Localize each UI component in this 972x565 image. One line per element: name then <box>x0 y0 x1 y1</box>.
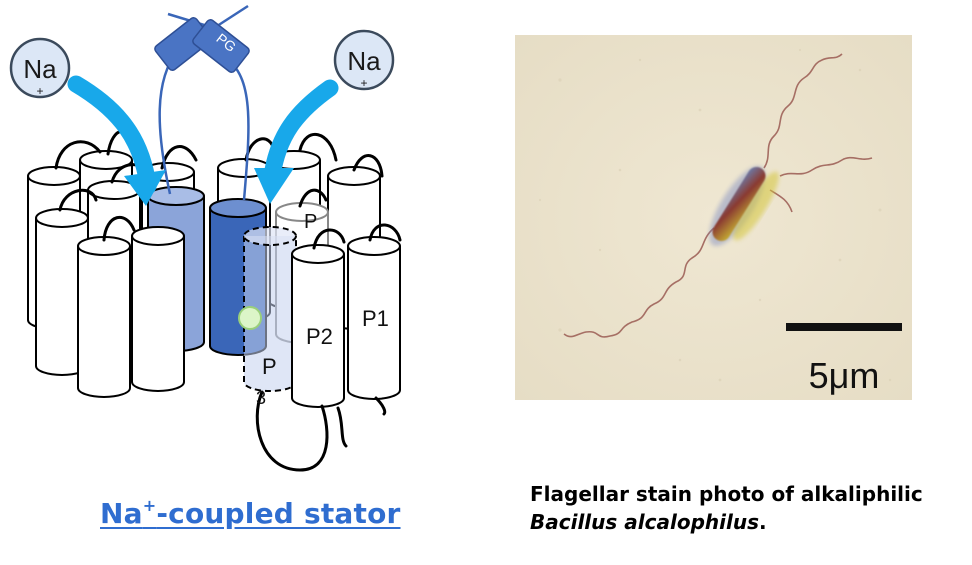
helix-p3 <box>243 226 297 392</box>
helix-p1 <box>347 236 401 400</box>
na-ion-left-charge: + <box>36 84 43 98</box>
na-flow-arrow-left <box>67 75 166 206</box>
helix <box>77 236 131 398</box>
stator-title-prefix: Na <box>100 497 143 530</box>
na-ion-right: Na + <box>333 29 395 91</box>
helix-p2-label: P2 <box>306 324 333 349</box>
caption-period: . <box>758 510 767 534</box>
helix <box>131 226 185 392</box>
caption-line-2: Bacillus alcalophilus. <box>530 508 923 536</box>
stator-title-sup: + <box>142 496 157 515</box>
bacterium <box>709 166 779 246</box>
photo-caption: Flagellar stain photo of alkaliphilic Ba… <box>530 480 923 536</box>
helix-p3-label: P <box>262 354 277 379</box>
na-ion-right-charge: + <box>360 76 367 90</box>
na-ion-left-label: Na <box>23 54 57 84</box>
scale-bar <box>786 323 902 331</box>
helix-bundle <box>27 150 401 408</box>
caption-line-1: Flagellar stain photo of alkaliphilic <box>530 482 923 506</box>
na-ion-left: Na + <box>9 37 71 99</box>
helix-p3-sub: 3 <box>256 388 266 408</box>
stator-title: Na+-coupled stator <box>100 496 401 530</box>
na-ion-right-label: Na <box>347 46 381 76</box>
na-flow-arrow-right <box>254 79 339 204</box>
scale-label: 5μm <box>809 355 880 396</box>
flagella <box>563 53 873 338</box>
micrograph: 5μm <box>515 35 912 400</box>
stator-title-rest: -coupled stator <box>156 497 401 530</box>
binding-site-marker <box>238 306 262 330</box>
bottom-loops <box>255 390 387 472</box>
caption-species: Bacillus alcalophilus <box>530 510 759 534</box>
helix <box>35 208 89 376</box>
helix-partial-label: P <box>304 211 317 233</box>
helix-p2 <box>291 244 345 408</box>
helix-p1-label: P1 <box>362 306 389 331</box>
